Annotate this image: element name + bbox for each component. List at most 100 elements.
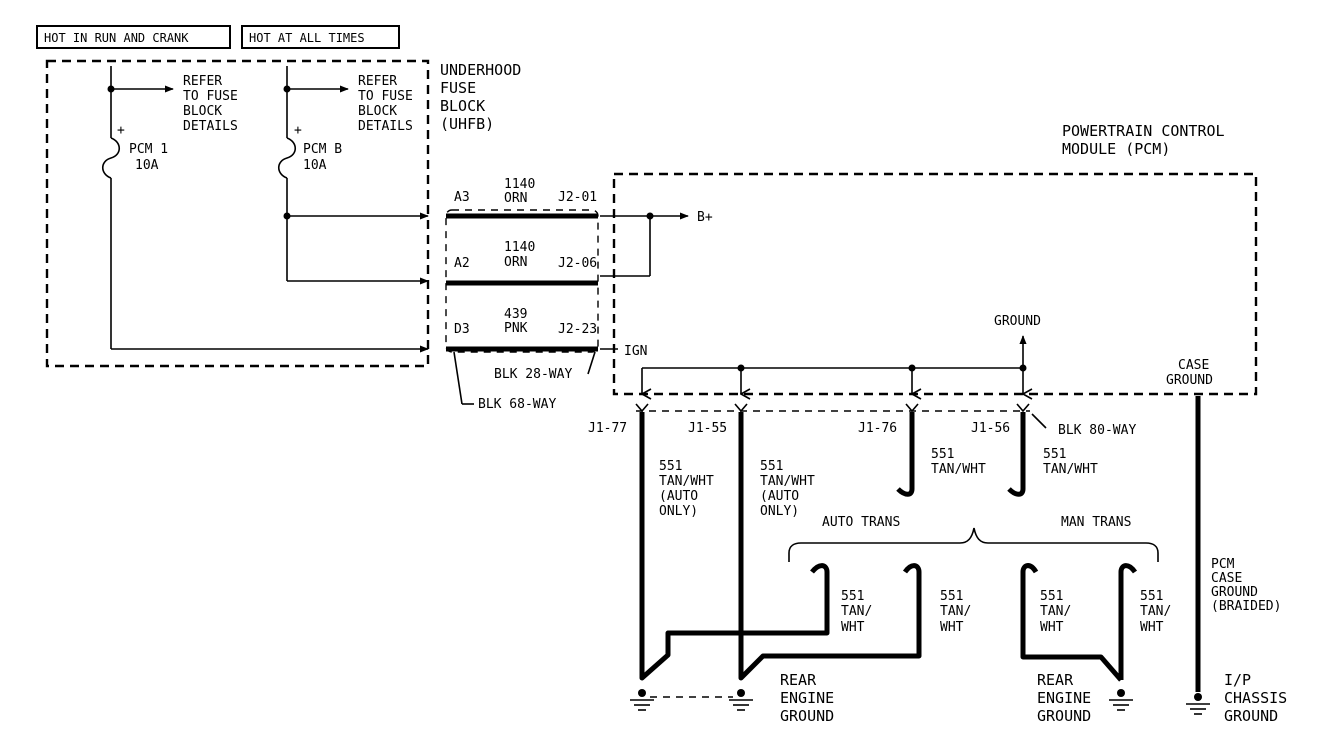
svg-text:WHT: WHT [940,620,964,635]
svg-text:REFER: REFER [183,74,222,89]
svg-text:REAR: REAR [1037,671,1074,689]
svg-text:551: 551 [659,459,682,474]
svg-text:WHT: WHT [1040,620,1064,635]
fuse2-name: PCM B [303,142,342,157]
trans-brace: AUTO TRANS MAN TRANS [788,515,1159,562]
svg-text:POWERTRAIN CONTROL: POWERTRAIN CONTROL [1062,122,1225,140]
svg-text:WHT: WHT [841,620,865,635]
svg-text:ENGINE: ENGINE [780,689,834,707]
fuse1-rating: 10A [135,158,159,173]
svg-text:BLOCK: BLOCK [358,104,397,119]
case-ground-label: CASE [1178,358,1209,373]
ground-symbol-chassis [1186,693,1210,715]
svg-text:FUSE: FUSE [440,79,476,97]
svg-text:(BRAIDED): (BRAIDED) [1211,599,1281,614]
svg-text:TAN/WHT: TAN/WHT [931,462,986,477]
header-hot-all-times: HOT AT ALL TIMES [241,25,400,49]
svg-text:+: + [294,123,302,138]
svg-text:GROUND: GROUND [1211,585,1258,600]
pin-j2-01: J2-01 [558,190,597,205]
connector-block: A3 A2 D3 1140 ORN 1140 ORN 439 PNK J2-01… [445,177,599,412]
ign-circuit: IGN [600,344,647,359]
svg-text:551: 551 [1040,589,1063,604]
bplus-label: B+ [697,210,713,225]
rear-engine-ground-label-1: REAR ENGINE GROUND [780,671,834,725]
svg-text:+: + [117,123,125,138]
fuse2-rating: 10A [303,158,327,173]
auto-trans-label: AUTO TRANS [822,515,900,530]
svg-text:ONLY): ONLY) [659,504,698,519]
svg-text:DETAILS: DETAILS [358,119,413,134]
header-hot-run-crank: HOT IN RUN AND CRANK [36,25,231,49]
svg-text:UNDERHOOD: UNDERHOOD [440,61,521,79]
svg-text:PCM: PCM [1211,557,1235,572]
fuse-circuit-pcmb: + PCM B 10A REFER TO FUSE BLOCK DETAILS [277,66,429,285]
svg-text:551: 551 [1043,447,1066,462]
fuse1-name: PCM 1 [129,142,168,157]
svg-text:(UHFB): (UHFB) [440,115,494,133]
svg-text:551: 551 [931,447,954,462]
pcm-title: POWERTRAIN CONTROL MODULE (PCM) [1062,122,1225,158]
rear-engine-ground-label-2: REAR ENGINE GROUND [1037,671,1091,725]
header-hot-all-times-text: HOT AT ALL TIMES [249,31,365,45]
svg-text:TAN/WHT: TAN/WHT [1043,462,1098,477]
ign-label: IGN [624,344,647,359]
header-hot-run-crank-text: HOT IN RUN AND CRANK [44,31,189,45]
svg-text:CASE: CASE [1211,571,1242,586]
svg-text:CHASSIS: CHASSIS [1224,689,1287,707]
ground-symbol-man-trans [1109,689,1133,711]
pin-j1-76: J1-76 [858,421,897,436]
svg-text:1140: 1140 [504,240,535,255]
svg-text:I/P: I/P [1224,671,1251,689]
svg-text:551: 551 [841,589,864,604]
svg-text:GROUND: GROUND [1037,707,1091,725]
svg-text:439: 439 [504,307,527,322]
pin-j2-06: J2-06 [558,256,597,271]
svg-text:TO FUSE: TO FUSE [183,89,238,104]
ip-chassis-ground-label: I/P CHASSIS GROUND [1224,671,1287,725]
fuse-block-title: UNDERHOOD FUSE BLOCK (UHFB) [440,61,521,133]
svg-text:BLOCK: BLOCK [183,104,222,119]
pin-j1-56: J1-56 [971,421,1010,436]
ground-symbols [630,689,1210,715]
svg-text:ONLY): ONLY) [760,504,799,519]
svg-text:1140: 1140 [504,177,535,192]
man-trans-label: MAN TRANS [1061,515,1131,530]
pin-d3: D3 [454,322,470,337]
svg-text:PNK: PNK [504,321,528,336]
svg-text:551: 551 [760,459,783,474]
svg-text:BLOCK: BLOCK [440,97,485,115]
svg-text:GROUND: GROUND [1166,373,1213,388]
blk-68-way-label: BLK 68-WAY [478,397,556,412]
svg-text:ENGINE: ENGINE [1037,689,1091,707]
svg-text:TAN/WHT: TAN/WHT [659,474,714,489]
bplus-circuit: B+ [600,210,713,277]
wire-labels: 551 TAN/WHT (AUTO ONLY) 551 TAN/WHT (AUT… [659,447,1171,635]
pin-j1-55: J1-55 [688,421,727,436]
svg-text:ORN: ORN [504,191,527,206]
svg-text:TAN/: TAN/ [1040,604,1071,619]
svg-text:TO FUSE: TO FUSE [358,89,413,104]
svg-text:(AUTO: (AUTO [760,489,799,504]
svg-text:MODULE (PCM): MODULE (PCM) [1062,140,1170,158]
lower-pins: J1-77 J1-55 J1-76 J1-56 BLK 80-WAY [588,403,1136,438]
pin-j2-23: J2-23 [558,322,597,337]
heavy-wires [639,396,1201,692]
svg-text:REAR: REAR [780,671,817,689]
svg-text:TAN/: TAN/ [1140,604,1171,619]
svg-text:551: 551 [940,589,963,604]
internal-ground-bus: GROUND CASE GROUND [642,314,1213,394]
pin-a3: A3 [454,190,470,205]
pcm-case-ground-label: PCM CASE GROUND (BRAIDED) [1211,557,1281,614]
pcm-box [612,172,1258,396]
pin-a2: A2 [454,256,470,271]
svg-text:(AUTO: (AUTO [659,489,698,504]
svg-text:551: 551 [1140,589,1163,604]
svg-text:TAN/: TAN/ [940,604,971,619]
ground-label: GROUND [994,314,1041,329]
fuse-circuit-pcm1: + PCM 1 10A REFER TO FUSE BLOCK DETAILS [101,66,429,353]
svg-text:DETAILS: DETAILS [183,119,238,134]
svg-text:REFER: REFER [358,74,397,89]
svg-text:TAN/WHT: TAN/WHT [760,474,815,489]
